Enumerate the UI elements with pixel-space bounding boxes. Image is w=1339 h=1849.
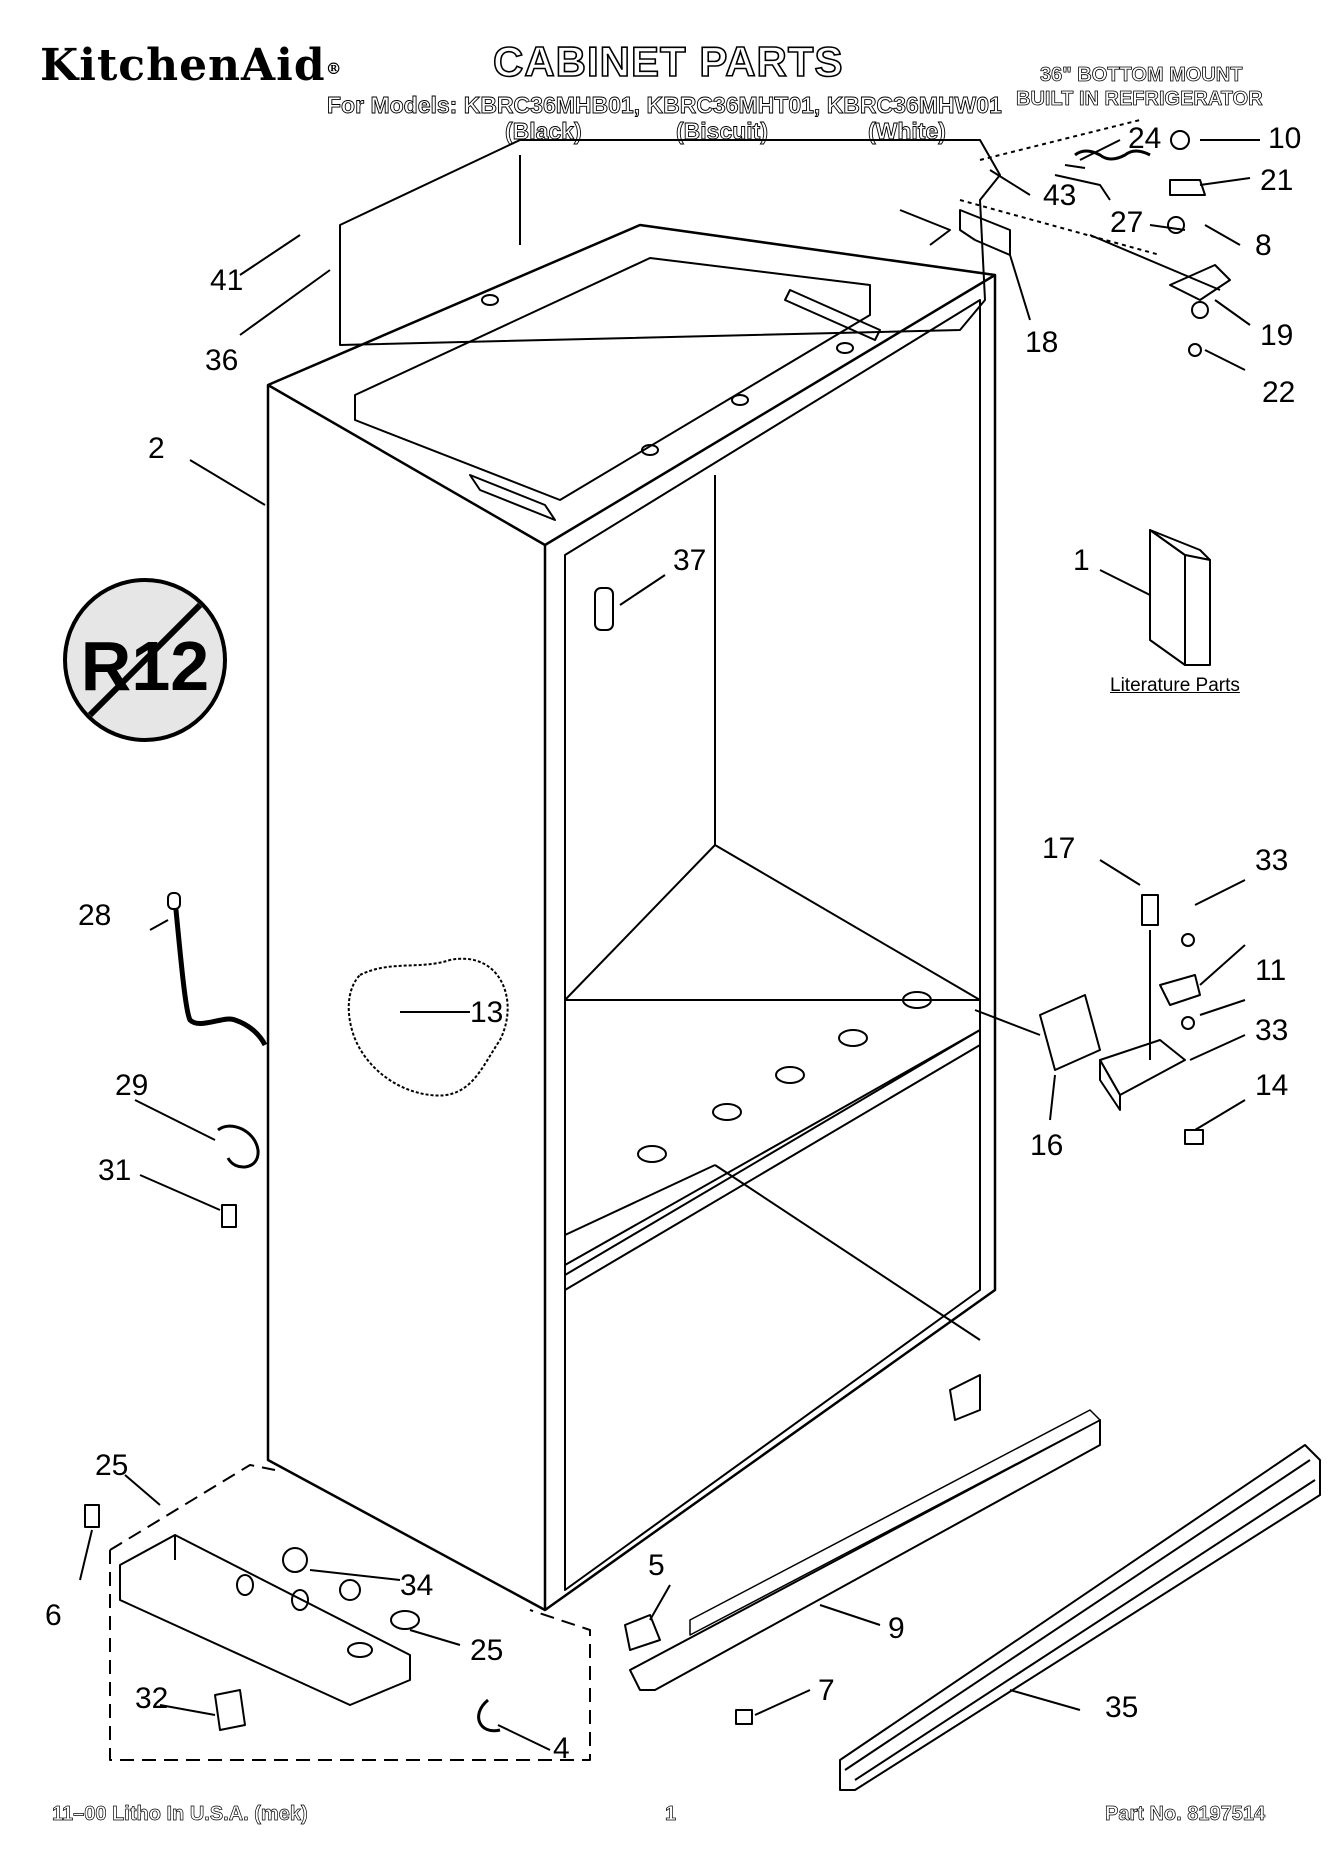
kickplate-34 [624,1409,1101,1691]
callout-7: 7 [818,1674,835,1707]
callout-28: 28 [78,899,111,932]
brand-name: KitchenAid [40,40,326,91]
page-title: CABINET PARTS [492,37,844,86]
callout-43: 43 [1043,179,1076,212]
grille-32 [839,1444,1321,1791]
callout-21: 21 [1260,164,1293,197]
callout-29: 29 [115,1069,148,1102]
callout-4: 4 [553,1732,570,1765]
models-line: For Models: KBRC36MHB01, KBRC36MHT01, KB… [327,92,1003,119]
callout-33: 33 [1255,1014,1288,1047]
cabinet-body [266,223,997,1612]
upper-hinge-assembly [899,119,1231,357]
wire-13 [172,899,268,1047]
footer-left: 11–00 Litho In U.S.A. (mek) [52,1803,308,1826]
callout-13: 13 [470,996,503,1029]
callout-31: 31 [98,1154,131,1187]
callout-25: 25 [95,1449,128,1482]
footer-page-number: 1 [665,1803,677,1826]
base-assembly-box [109,1464,591,1761]
product-line-2: BUILT IN REFRIGERATOR [1016,88,1263,111]
callout-35: 35 [1105,1691,1138,1724]
screw-25-lower [84,1504,100,1528]
callout-22: 22 [1262,376,1295,409]
callout-14: 14 [1255,1069,1288,1102]
product-line-1: 36" BOTTOM MOUNT [1040,64,1243,87]
screw-35 [735,1709,753,1725]
callout-36: 36 [205,344,238,377]
callout-33: 33 [1255,844,1288,877]
base-rail-assembly [84,1504,501,1733]
callout-9: 9 [888,1612,905,1645]
callout-1: 1 [1073,544,1090,577]
leader-lines [79,139,1260,1751]
callout-17: 17 [1042,832,1075,865]
callout-8: 8 [1255,229,1272,262]
callout-37: 37 [673,544,706,577]
callout-27: 27 [1110,206,1143,239]
clip-16 [217,1124,260,1169]
callout-34: 34 [400,1569,433,1602]
callout-6: 6 [45,1599,62,1632]
registered-mark: ® [325,59,343,78]
callout-10: 10 [1268,122,1301,155]
r12-text: R12 [81,627,209,705]
callout-16: 16 [1030,1129,1063,1162]
insulation-cutaway [347,957,509,1097]
callout-5: 5 [648,1549,665,1582]
callout-41: 41 [210,264,243,297]
callout-19: 19 [1260,319,1293,352]
lower-hinge-assembly [974,894,1204,1145]
callout-24: 24 [1128,122,1161,155]
callout-11: 11 [1255,954,1286,987]
screw-25 [221,1204,237,1228]
brand-logo: KitchenAid® [40,40,343,91]
literature-parts-label: Literature Parts [1110,675,1240,696]
footer-part-number: Part No. 8197514 [1105,1803,1266,1826]
callout-32: 32 [135,1682,168,1715]
back-panel [339,139,1001,346]
callout-25: 25 [470,1634,503,1667]
callout-18: 18 [1025,326,1058,359]
no-r12-badge: R12 [63,578,227,742]
callout-2: 2 [148,432,165,465]
